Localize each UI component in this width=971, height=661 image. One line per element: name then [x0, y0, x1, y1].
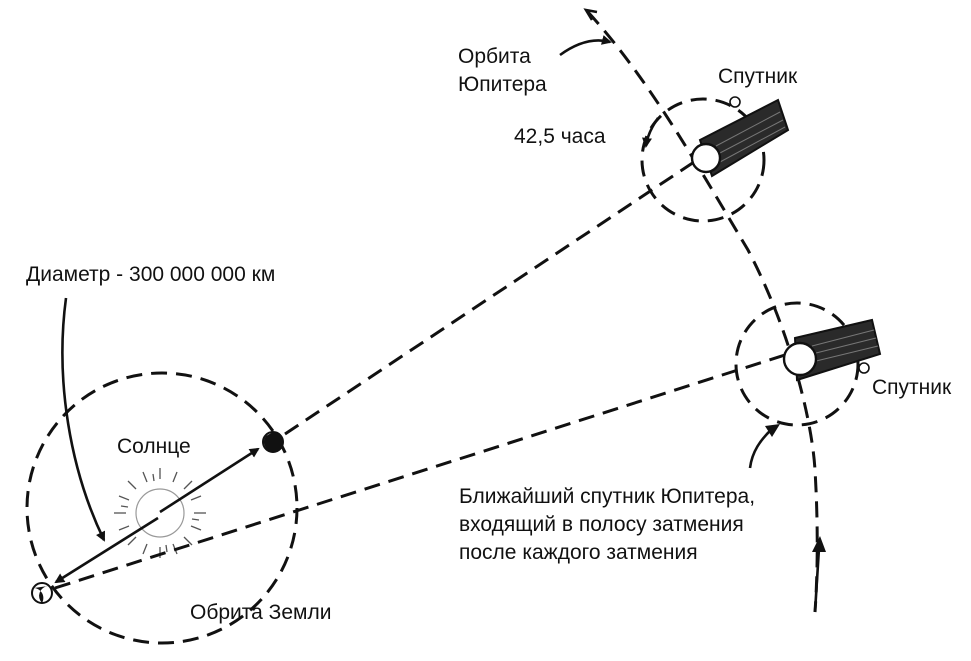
sun-icon	[114, 468, 206, 558]
satellite-top-label: Спутник	[718, 65, 798, 88]
sight-line-upper	[284, 156, 701, 436]
sun-label: Солнце	[117, 435, 191, 458]
jupiter-orbit	[586, 10, 819, 613]
jupiter-orbit-arrow	[583, 8, 598, 21]
diameter-pointer	[61, 297, 106, 542]
jupiter-orbit-label-line1: Орбита	[458, 45, 531, 68]
sight-line-lower	[54, 352, 789, 590]
moon-orbit-upper-arrow	[642, 117, 660, 148]
jupiter-upper-icon	[690, 96, 790, 178]
approach-arrow-head	[812, 536, 826, 552]
diameter-label: Диаметр - 300 000 000 км	[26, 263, 276, 286]
moon-orbit-lower-arrow-head	[765, 424, 780, 437]
moon-orbit-lower	[734, 301, 860, 427]
earth-upper-icon	[262, 431, 284, 453]
earth-orbit-label: Обрита Земли	[190, 601, 332, 624]
diameter-arrow	[54, 516, 159, 584]
note-line1: Ближайший спутник Юпитера,	[459, 485, 756, 508]
jupiter-lower-icon	[782, 318, 882, 382]
earth-lower-icon	[31, 582, 53, 604]
jupiter-orbit-label-line2: Юпитера	[458, 73, 547, 96]
hours-label: 42,5 часа	[514, 125, 606, 148]
note-line2: входящий в полосу затмения	[459, 513, 744, 536]
jupiter-orbit-pointer	[559, 35, 612, 57]
approach-arrow	[813, 547, 821, 613]
satellite-right-label: Спутник	[872, 376, 952, 399]
sun-earth-arrow	[159, 447, 260, 514]
earth-orbit	[25, 371, 299, 645]
moon-orbit-upper	[640, 97, 766, 223]
note-line3: после каждого затмения	[459, 541, 698, 564]
moon-orbit-lower-arrow	[748, 427, 774, 469]
